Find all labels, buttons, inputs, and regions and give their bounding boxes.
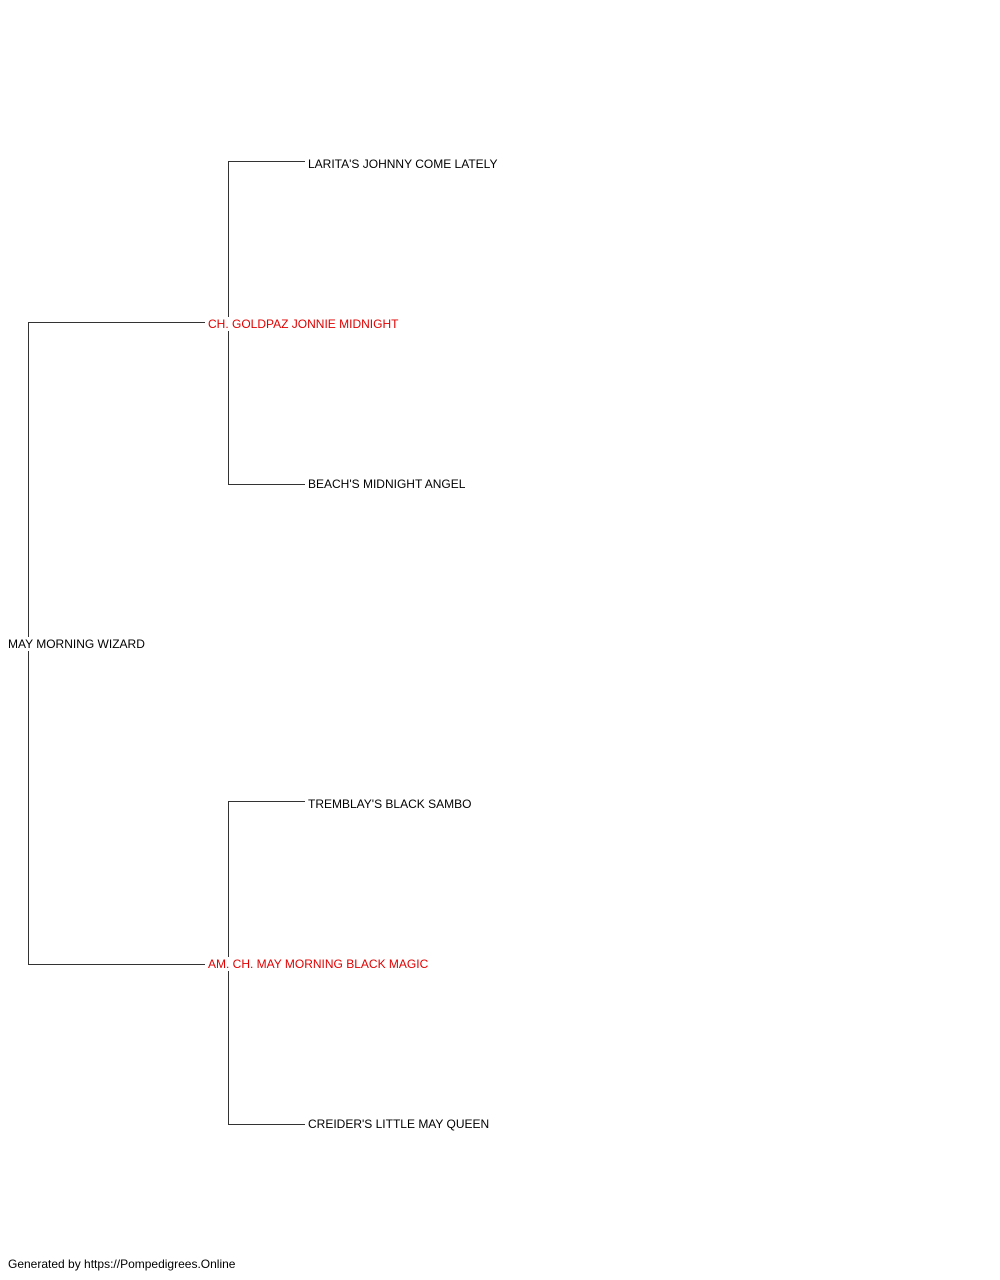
sire-to-sire-sire-line xyxy=(228,161,305,322)
dam-to-dam-dam-line xyxy=(228,964,305,1125)
dam-sire-name: TREMBLAY'S BLACK SAMBO xyxy=(306,797,474,811)
dam-dam-name: CREIDER'S LITTLE MAY QUEEN xyxy=(306,1117,492,1131)
sire-dam-name: BEACH'S MIDNIGHT ANGEL xyxy=(306,477,468,491)
footer-credit: Generated by https://Pompedigrees.Online xyxy=(8,1257,236,1271)
sire-to-sire-dam-line xyxy=(228,322,305,485)
sire-name: CH. GOLDPAZ JONNIE MIDNIGHT xyxy=(206,317,401,331)
subject-name: MAY MORNING WIZARD xyxy=(6,637,147,651)
sire-sire-name: LARITA'S JOHNNY COME LATELY xyxy=(306,157,500,171)
subject-to-dam-line xyxy=(28,643,205,965)
dam-name: AM. CH. MAY MORNING BLACK MAGIC xyxy=(206,957,431,971)
dam-to-dam-sire-line xyxy=(228,801,305,964)
subject-to-sire-line xyxy=(28,322,205,643)
